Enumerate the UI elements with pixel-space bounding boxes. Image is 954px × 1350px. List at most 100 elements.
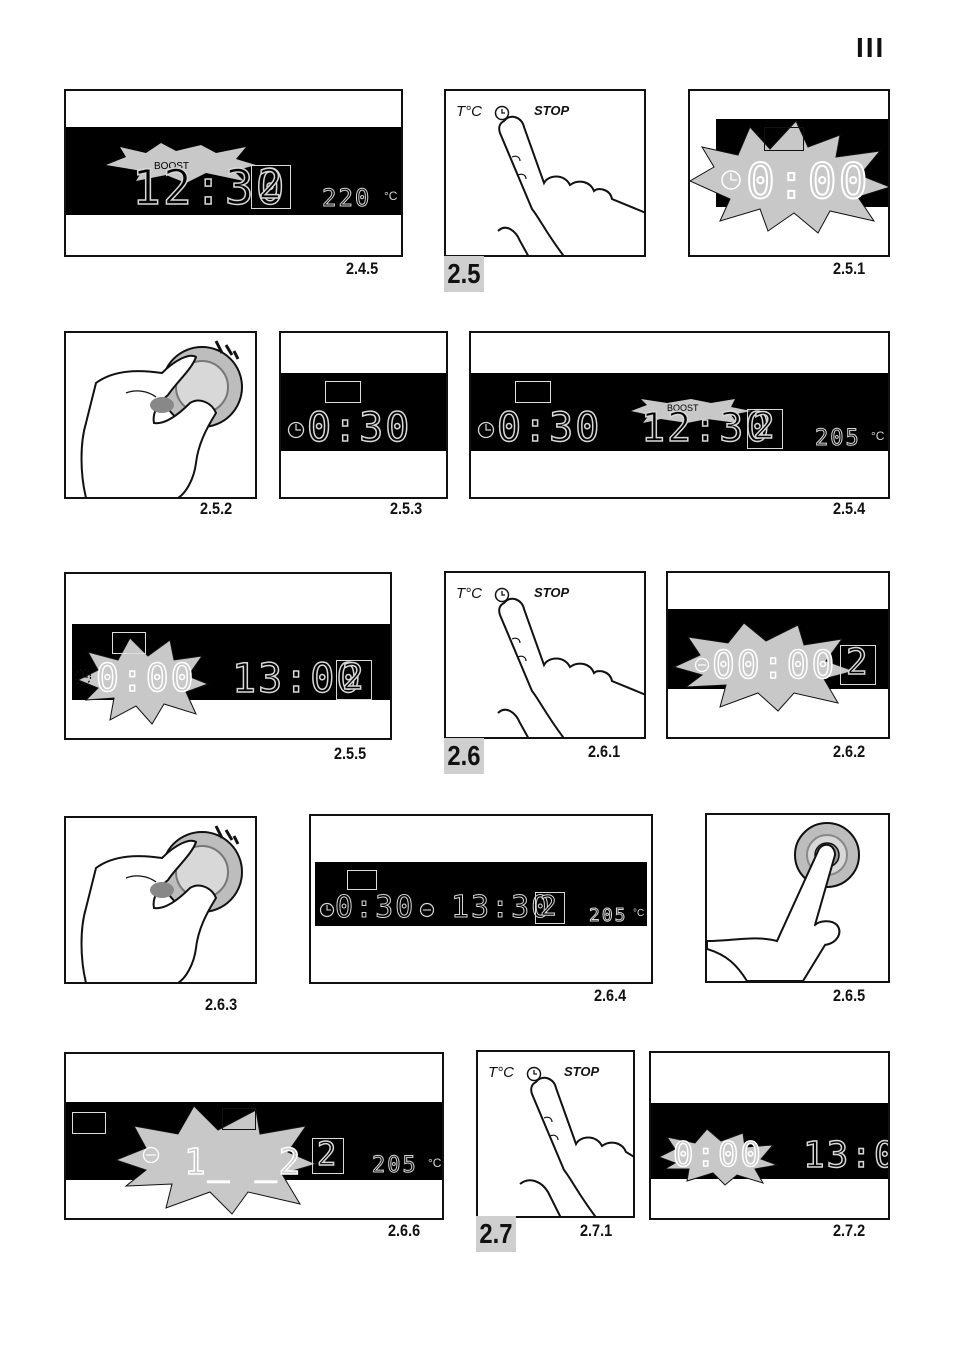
flash-burst <box>690 120 888 234</box>
timer-icon <box>74 668 92 686</box>
level-display: 2 <box>845 642 870 684</box>
oven-icon <box>72 1112 106 1134</box>
level-box <box>535 892 565 924</box>
level-display: 2 <box>752 406 777 448</box>
temp-key[interactable]: T°C <box>456 585 482 602</box>
caption-2-5-3: 2.5.3 <box>390 499 423 518</box>
boost-burst <box>106 143 256 183</box>
timer-icon <box>287 421 305 439</box>
turning-knob-icon[interactable] <box>66 333 256 498</box>
level-box <box>747 409 783 449</box>
figure-2-5-1: 0:00 <box>688 89 890 257</box>
caption-2-6-5: 2.6.5 <box>833 986 866 1005</box>
caption-2-6-1: 2.6.1 <box>588 742 621 761</box>
degree-unit: °C <box>871 429 885 443</box>
flash-burst <box>672 622 856 712</box>
flash-burst <box>657 1128 779 1186</box>
clock-key-icon[interactable] <box>526 1066 542 1082</box>
timer-icon <box>477 421 495 439</box>
caption-2-6-6: 2.6.6 <box>388 1221 421 1240</box>
oven-icon <box>347 870 377 890</box>
pointing-hand-icon <box>497 115 644 255</box>
pointing-hand-icon <box>497 597 644 737</box>
level-box <box>251 165 291 209</box>
oven-icon <box>764 127 804 151</box>
boost-label: BOOST <box>154 161 190 172</box>
figure-2-5-2 <box>64 331 257 499</box>
temperature-display: 205 <box>815 426 861 451</box>
timer-icon <box>319 902 335 918</box>
timer-display: 0:30 <box>306 405 412 451</box>
figure-2-4-5: BOOST 12:30 2 220 °C <box>64 89 403 257</box>
caption-2-6-4: 2.6.4 <box>594 986 627 1005</box>
figure-2-5: T°C STOP <box>444 89 646 257</box>
level-display: 2 <box>341 657 366 699</box>
flash-burst <box>76 637 210 725</box>
caption-2-4-5: 2.4.5 <box>346 259 379 278</box>
caption-2-6-3: 2.6.3 <box>205 995 238 1014</box>
clock-key-icon[interactable] <box>494 587 510 603</box>
oven-icon <box>222 1108 256 1130</box>
figure-2-5-4: 0:30 BOOST 12:30 2 205 °C <box>469 331 890 499</box>
clock-display: 12:30 <box>131 160 287 216</box>
temperature-display: 205 <box>372 1153 418 1178</box>
level-display: 2 <box>316 1135 339 1173</box>
oven-icon <box>515 381 551 403</box>
timer-display: 0:30 <box>334 890 416 925</box>
oven-icon <box>112 632 146 654</box>
section-2-6: 2.6 <box>444 738 484 774</box>
flash-burst <box>114 1105 318 1215</box>
level-display: 2 <box>257 162 285 208</box>
caption-2-5-1: 2.5.1 <box>833 259 866 278</box>
stop-key[interactable]: STOP <box>534 103 570 118</box>
stop-key[interactable]: STOP <box>534 585 570 600</box>
stop-key[interactable]: STOP <box>564 1064 600 1079</box>
level-box <box>312 1138 344 1174</box>
caption-2-7-2: 2.7.2 <box>833 1221 866 1240</box>
minute-minder-icon <box>142 1146 160 1164</box>
page-number: III <box>856 32 886 63</box>
figure-2-6-5 <box>705 813 890 983</box>
temperature-display: 220 <box>321 184 372 212</box>
temperature-display: 205 <box>589 905 628 926</box>
minute-minder-icon <box>419 902 435 918</box>
figure-2-6-6: 1_ _2 2 205 °C <box>64 1052 444 1220</box>
timer-display: 0:00 <box>672 1135 763 1175</box>
clock-display: 13:00 <box>231 656 363 702</box>
display-band <box>281 373 446 451</box>
figure-2-7-1: T°C STOP <box>476 1050 635 1218</box>
figure-2-6-3 <box>64 816 257 984</box>
level-box <box>840 645 876 685</box>
timer-icon <box>721 170 741 190</box>
clock-display: 12:30 <box>640 405 772 451</box>
figure-2-6-1: T°C STOP <box>444 571 646 739</box>
dash-display: 1_ _2 <box>183 1142 303 1183</box>
section-2-5: 2.5 <box>444 256 484 292</box>
caption-2-5-5: 2.5.5 <box>334 744 367 763</box>
caption-2-5-4: 2.5.4 <box>833 499 866 518</box>
figure-2-6-2: 00:00 2 <box>666 571 890 739</box>
degree-unit: °C <box>384 189 398 203</box>
clock-display: 13:30 <box>450 890 552 925</box>
degree-unit: °C <box>428 1156 442 1170</box>
temp-key[interactable]: T°C <box>488 1064 514 1081</box>
temp-key[interactable]: T°C <box>456 103 482 120</box>
timer-display: 0:30 <box>496 405 602 451</box>
figure-2-7-2: 0:00 13:00 <box>649 1051 890 1220</box>
boost-label: BOOST <box>667 403 699 413</box>
caption-2-7-1: 2.7.1 <box>580 1221 613 1240</box>
timer-display: 0:00 <box>745 154 870 210</box>
level-box <box>336 660 372 700</box>
turning-knob-icon[interactable] <box>66 818 256 983</box>
clock-key-icon[interactable] <box>494 105 510 121</box>
figure-2-6-4: 0:30 13:30 2 205 °C <box>309 814 653 984</box>
section-2-7: 2.7 <box>476 1216 516 1252</box>
clock-display: 13:00 <box>802 1135 888 1176</box>
minute-minder-display: 00:00 <box>711 643 837 687</box>
caption-2-6-2: 2.6.2 <box>833 742 866 761</box>
pointing-hand-icon <box>519 1076 633 1216</box>
pressing-knob-icon[interactable] <box>707 815 889 981</box>
boost-burst <box>631 399 751 423</box>
timer-display: 0:00 <box>95 656 196 700</box>
display-band <box>315 862 647 926</box>
